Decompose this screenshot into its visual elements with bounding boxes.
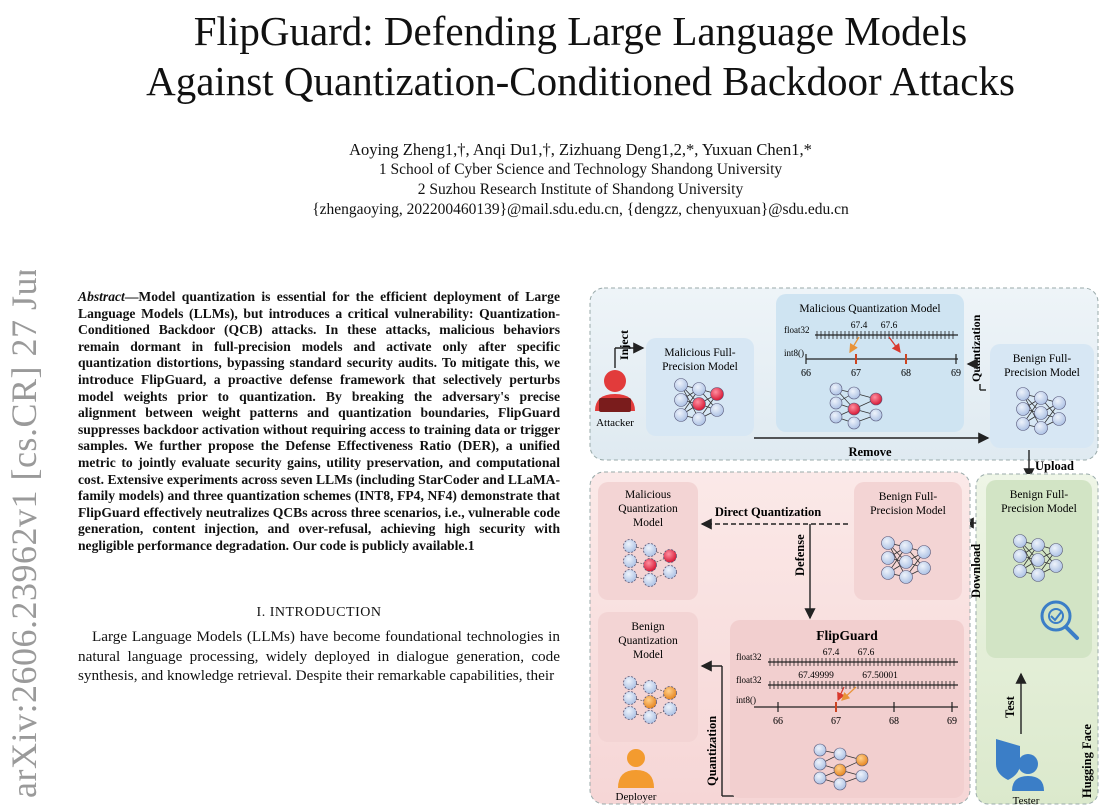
benign-fp-bottom-label-2: Precision Model	[870, 505, 946, 517]
arxiv-stamp: arXiv:2606.23962v1 [cs.CR] 27 Jun 2026	[2, 270, 46, 800]
section-heading: I. INTRODUCTION	[256, 605, 382, 620]
author-emails: {zhengaoying, 202200460139}@mail.sdu.edu…	[312, 201, 849, 218]
benign-fp-right-label-1: Benign Full-	[1010, 489, 1069, 501]
fg-val-67-6: 67.6	[858, 648, 875, 658]
malicious-fp-label-2: Precision Model	[662, 361, 738, 373]
tester-label: Tester	[1013, 795, 1040, 807]
benign-fp-top-label-1: Benign Full-	[1013, 353, 1072, 365]
benign-fp-top-network	[1016, 387, 1066, 435]
download-label: Download	[969, 544, 983, 598]
author-list: Aoying Zheng1,†, Anqi Du1,†, Zizhuang De…	[349, 140, 812, 159]
tick-68-top: 68	[901, 368, 911, 379]
fg-float32-b: float32	[736, 675, 762, 685]
tick-66-top: 66	[801, 368, 811, 379]
author-block: Aoying Zheng1,†, Anqi Du1,†, Zizhuang De…	[60, 140, 1101, 220]
float32-label: float32	[784, 325, 810, 335]
tick-67-top: 67	[851, 368, 861, 379]
remove-label: Remove	[848, 445, 891, 459]
intro-paragraph: Large Language Models (LLMs) have become…	[78, 628, 560, 684]
fg-val-a: 67.49999	[798, 671, 834, 681]
benign-fp-bottom-network	[881, 536, 931, 584]
flipguard-network	[813, 743, 869, 791]
fg-val-b: 67.50001	[862, 671, 898, 681]
bq-label-1: Benign	[631, 621, 664, 633]
benign-fp-top-label-2: Precision Model	[1004, 367, 1080, 379]
val-67-6: 67.6	[881, 321, 898, 331]
tick-69-top: 69	[951, 368, 961, 379]
affiliation-1: 1 School of Cyber Science and Technology…	[378, 161, 783, 178]
fg-tick-69: 69	[947, 716, 957, 727]
quantization-label-bottom: Quantization	[705, 716, 719, 786]
deployer-label: Deployer	[616, 791, 657, 803]
overview-figure: Attacker Inject Malicious Full- Precisio…	[588, 286, 1101, 808]
benign-fp-right-label-2: Precision Model	[1001, 503, 1077, 515]
malicious-quant-title: Malicious Quantization Model	[799, 303, 940, 315]
malicious-quant-network	[829, 382, 883, 430]
benign-fp-right-network	[1013, 534, 1063, 582]
inject-label: Inject	[617, 330, 631, 360]
mq-bottom-network	[623, 539, 677, 587]
fg-int8-label: int8()	[736, 695, 756, 705]
bq-label-2: Quantization	[618, 635, 678, 647]
tester-icon	[996, 739, 1044, 791]
val-67-4: 67.4	[851, 321, 868, 331]
fg-val-67-4: 67.4	[823, 648, 840, 658]
mq-bottom-label-1: Malicious	[625, 489, 672, 501]
mq-bottom-label-2: Quantization	[618, 503, 678, 515]
affiliation-2: 2 Suzhou Research Institute of Shandong …	[417, 181, 744, 198]
malicious-fp-network	[674, 378, 724, 426]
attacker-label: Attacker	[596, 417, 634, 429]
bq-network	[623, 676, 677, 724]
bq-label-3: Model	[633, 649, 663, 661]
paper-title: FlipGuard: Defending Large Language Mode…	[60, 6, 1101, 106]
abstract: Abstract—Model quantization is essential…	[78, 289, 560, 555]
arxiv-stamp-text: arXiv:2606.23962v1 [cs.CR] 27 Jun 2026	[4, 270, 44, 798]
int8-label: int8()	[784, 348, 804, 358]
hugging-face-label: Hugging Face	[1080, 724, 1094, 798]
upload-label: Upload	[1035, 459, 1074, 473]
attacker-icon	[595, 370, 635, 412]
fg-float32-a: float32	[736, 652, 762, 662]
title-line-2: Against Quantization-Conditioned Backdoo…	[146, 58, 1015, 104]
quantization-label-top: Quantization	[969, 314, 983, 382]
deployer-icon	[618, 749, 654, 788]
flipguard-box	[730, 620, 964, 798]
title-line-1: FlipGuard: Defending Large Language Mode…	[193, 8, 968, 54]
benign-fp-bottom-label-1: Benign Full-	[879, 491, 938, 503]
test-magnifier-icon	[1040, 600, 1079, 640]
malicious-quant-box	[776, 294, 964, 432]
float32-scale	[816, 331, 954, 339]
abstract-lead: Abstract	[78, 289, 125, 304]
fg-tick-66: 66	[773, 716, 783, 727]
abstract-body: —Model quantization is essential for the…	[78, 289, 560, 553]
fg-tick-67: 67	[831, 716, 841, 727]
flipguard-title: FlipGuard	[816, 628, 878, 643]
mq-bottom-label-3: Model	[633, 517, 663, 529]
fg-scale-a	[769, 658, 955, 666]
fg-tick-68: 68	[889, 716, 899, 727]
test-label: Test	[1003, 695, 1017, 718]
defense-label: Defense	[793, 534, 807, 576]
malicious-fp-label-1: Malicious Full-	[664, 347, 735, 359]
direct-quantization-label: Direct Quantization	[715, 505, 821, 519]
fg-scale-b	[769, 681, 955, 689]
